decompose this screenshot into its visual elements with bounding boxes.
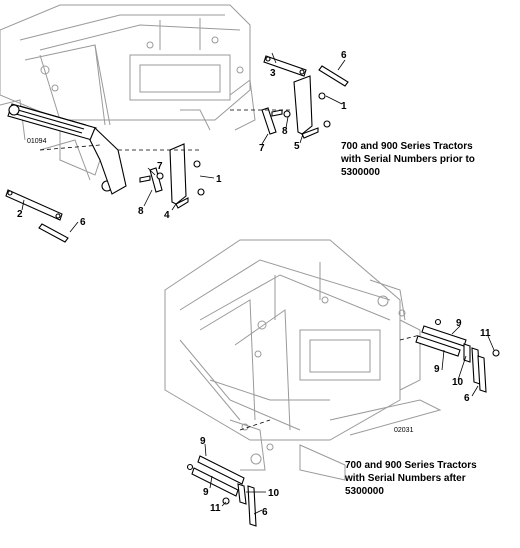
callout-11: 11	[480, 328, 491, 339]
callout-3: 3	[270, 68, 276, 79]
top-caption: 700 and 900 Series Tractors with Serial …	[341, 140, 475, 179]
top-bracket-4	[169, 143, 189, 209]
callout-11: 11	[210, 503, 221, 514]
callout-5: 5	[294, 141, 300, 152]
bottom-caption-line-1: 700 and 900 Series Tractors	[345, 460, 477, 471]
callout-4: 4	[164, 210, 170, 221]
top-hardware-left	[139, 160, 205, 196]
callout-6: 6	[80, 217, 86, 228]
top-bracket-3	[263, 55, 307, 77]
callout-1: 1	[216, 174, 222, 185]
callout-6: 6	[464, 393, 470, 404]
top-pin-7-right	[261, 107, 277, 135]
bottom-left-parts	[186, 455, 257, 527]
callout-10: 10	[268, 488, 280, 499]
top-bracket-5	[293, 75, 319, 139]
bottom-callouts: 9 9 10 11 6 9 9 10 11 6	[200, 318, 491, 518]
callout-8: 8	[138, 206, 144, 217]
top-chain-6-right	[318, 65, 349, 87]
bottom-tractor-frame	[164, 239, 442, 481]
top-figure-code: 01094	[27, 138, 47, 145]
top-callouts: 1 1 2 3 4 5 6 6 7 7 8 8	[17, 50, 347, 228]
callout-8: 8	[282, 126, 288, 137]
bottom-figure-code: 02031	[394, 427, 414, 434]
bottom-caption-line-3: 5300000	[345, 486, 384, 497]
top-tractor-frame	[0, 4, 256, 181]
callout-9: 9	[456, 318, 462, 329]
top-bracket-2	[5, 189, 63, 221]
callout-6: 6	[262, 507, 268, 518]
callout-10: 10	[452, 377, 464, 388]
callout-1: 1	[341, 101, 347, 112]
callout-9: 9	[203, 487, 209, 498]
callout-6: 6	[341, 50, 347, 61]
callout-7: 7	[259, 143, 265, 154]
top-hardware-right	[271, 92, 331, 128]
top-caption-line-1: 700 and 900 Series Tractors	[341, 141, 473, 152]
top-pin-7-left	[149, 167, 163, 193]
bottom-right-parts	[415, 318, 500, 393]
bottom-caption-line-2: with Serial Numbers after	[345, 473, 466, 484]
top-hydraulic-cylinder	[7, 103, 127, 195]
bottom-caption: 700 and 900 Series Tractors with Serial …	[345, 459, 477, 498]
callout-9: 9	[200, 436, 206, 447]
top-caption-line-2: with Serial Numbers prior to	[341, 154, 475, 165]
bottom-leader-lines	[204, 325, 495, 515]
top-leader-lines	[21, 52, 346, 233]
callout-7: 7	[157, 161, 163, 172]
top-caption-line-3: 5300000	[341, 167, 380, 178]
callout-9: 9	[434, 364, 440, 375]
top-chain-6-left	[38, 223, 69, 243]
callout-2: 2	[17, 209, 23, 220]
